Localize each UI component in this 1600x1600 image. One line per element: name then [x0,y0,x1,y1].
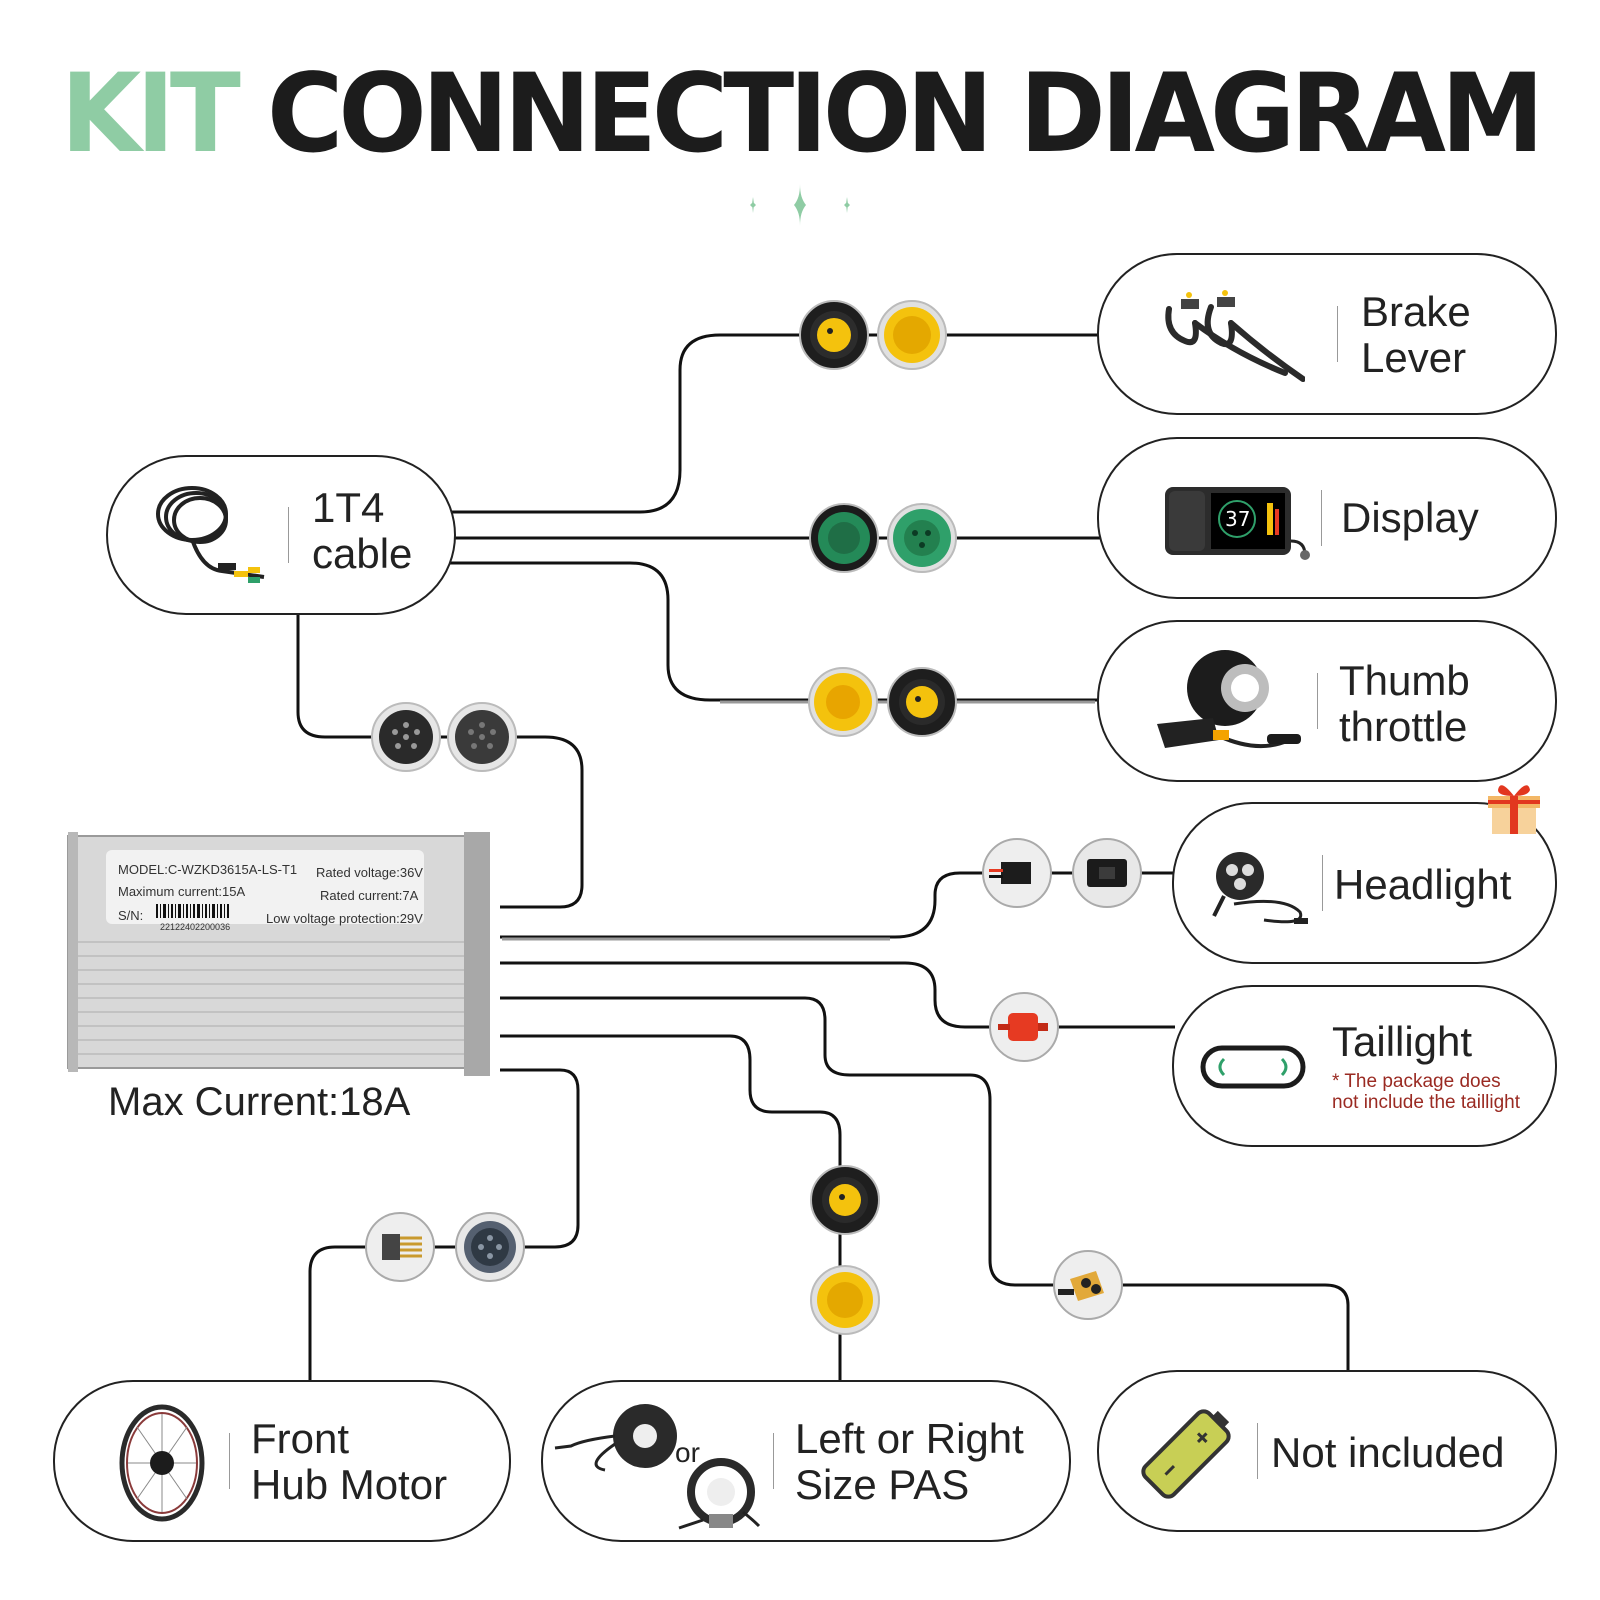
controller-rated-current: Rated current:7A [320,888,419,903]
controller-serial: 22122402200036 [160,922,231,932]
battery-icon [1141,1409,1231,1499]
controller-model: MODEL:C-WZKD3615A-LS-T1 [118,862,298,877]
controller-connector-female [447,702,517,772]
wire-headlight [500,871,1175,939]
display-connector-male [809,503,879,573]
brake-lever-label: Brake Lever [1361,288,1471,381]
wheel-icon [119,1404,205,1522]
wire-pas [500,1034,842,1380]
throttle-connector-male [887,667,957,737]
cable-pill: 1T4 cable [106,455,456,615]
brake-lever-pill: Brake Lever [1097,253,1557,415]
throttle-label: Thumb throttle [1339,657,1470,750]
wire-motor [308,1068,580,1380]
wire-battery [500,996,1350,1370]
sparkle-icon [750,184,850,226]
taillight-pill: Taillight * The package does not include… [1172,985,1557,1147]
diagram-title: KIT CONNECTION DIAGRAM [0,49,1600,177]
display-label: Display [1341,494,1479,541]
motor-connector-female [455,1212,525,1282]
display-connector-female [887,503,957,573]
taillight-icon [1200,1045,1306,1089]
taillight-connector [989,992,1059,1062]
title-accent: KIT [60,48,241,178]
pas-or-text: or [675,1437,700,1468]
controller-low-voltage: Low voltage protection:29V [266,911,423,926]
gift-icon [1488,785,1540,834]
battery-connector [1053,1250,1123,1320]
controller-box: MODEL:C-WZKD3615A-LS-T1 Rated voltage:36… [66,832,492,1076]
headlight-label: Headlight [1334,861,1512,908]
motor-pill: Front Hub Motor [53,1380,511,1542]
controller-body [67,832,490,1076]
battery-label: Not included [1271,1429,1505,1476]
pas-pill: or Left or Right Size PAS [541,1380,1071,1542]
motor-connector-male [365,1212,435,1282]
controller-rated-voltage: Rated voltage:36V [316,865,423,880]
wire-brake [445,333,1100,514]
controller-max-current-line: Maximum current:15A [118,884,246,899]
display-screen-value: 37 [1225,507,1250,531]
throttle-connector-female [808,667,878,737]
brake-connector-female [877,300,947,370]
headlight-connector-plug [982,838,1052,908]
motor-label: Front Hub Motor [251,1415,448,1508]
headlight-icon [1212,852,1308,924]
headlight-pill: Headlight [1172,785,1557,964]
taillight-note: * The package does not include the taill… [1332,1071,1521,1113]
lcd-display-icon: 37 [1165,487,1310,560]
cable-label: 1T4 cable [312,484,413,577]
brake-connector-male [799,300,869,370]
battery-pill: Not included [1097,1370,1557,1532]
taillight-label: Taillight [1332,1018,1473,1065]
title-main: CONNECTION DIAGRAM [267,48,1544,178]
pas-connector-female [810,1265,880,1335]
wire-throttle [445,561,1100,702]
max-current-caption: Max Current:18A [108,1080,411,1124]
headlight-connector-socket [1072,838,1142,908]
controller-sn-label: S/N: [118,908,144,923]
display-pill: 37 Display [1097,437,1557,599]
pas-label: Left or Right Size PAS [795,1415,1024,1508]
coiled-cable-icon [156,486,265,583]
controller-connector-male [371,702,441,772]
thumb-throttle-icon [1157,650,1301,749]
wire-cable-controller [296,615,584,909]
brake-lever-icon [1165,290,1305,382]
pas-connector-male [810,1165,880,1235]
throttle-pill: Thumb throttle [1097,620,1557,782]
wire-taillight [500,961,1175,1029]
pas-sensor-icon [554,1404,761,1530]
